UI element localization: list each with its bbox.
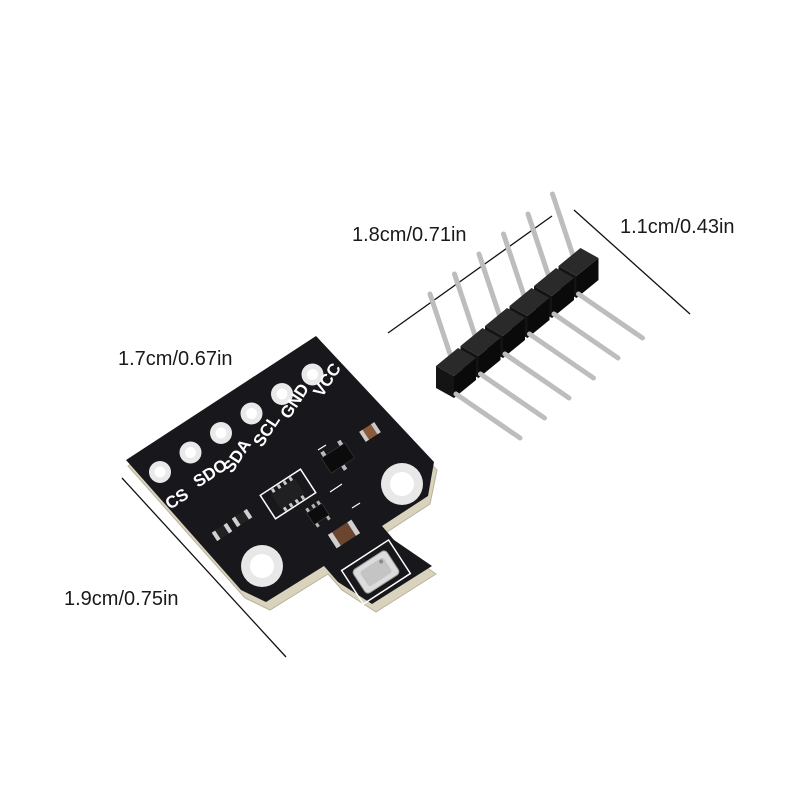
capacitor [359, 422, 381, 442]
board-width-label: 1.7cm/0.67in [118, 348, 233, 370]
header-back-pin [476, 251, 504, 323]
dim-line-header-width [573, 209, 691, 315]
barometric-sensor [352, 550, 400, 594]
board-height-label: 1.9cm/0.75in [64, 588, 179, 610]
header-back-pin [525, 211, 553, 283]
header-housing-block [436, 348, 476, 398]
dim-line-board-height [121, 477, 287, 658]
header-back-pin [427, 291, 455, 363]
level-shifter-chip [259, 468, 317, 520]
header-back-pin [501, 231, 528, 303]
header-front-pin [551, 311, 621, 361]
resistor-1 [211, 522, 233, 542]
sensor-board: CS SDO SDA SCL GND VCC [126, 336, 438, 613]
header-front-pin [502, 351, 572, 401]
header-front-pin [576, 291, 645, 341]
resistor-2 [231, 508, 253, 528]
header-front-pins [453, 291, 645, 441]
silkscreen-marks [317, 444, 361, 509]
inductor [327, 519, 361, 549]
pin-hole [307, 369, 318, 380]
voltage-regulator [320, 439, 356, 474]
pin-hole [215, 427, 227, 439]
header-front-pin [478, 371, 547, 421]
header-back-pin [550, 191, 577, 263]
header-back-pin [452, 271, 479, 343]
pin-hole [276, 388, 288, 400]
pin-header [427, 191, 645, 441]
header-back-pins [427, 191, 577, 363]
board-top [126, 336, 434, 604]
header-front-pin [527, 331, 596, 381]
components [211, 422, 412, 606]
sensor-footprint [340, 538, 412, 606]
header-length-label: 1.8cm/0.71in [352, 224, 467, 246]
header-front-pin [453, 391, 523, 441]
pin-pads [149, 363, 324, 483]
mounting-holes [241, 463, 423, 587]
dim-line-header-length [387, 215, 553, 334]
small-ic [305, 500, 331, 528]
header-housing [436, 248, 599, 398]
pin-hole [246, 408, 257, 419]
pin-hole [154, 466, 166, 478]
pin-hole [185, 447, 196, 458]
header-width-label: 1.1cm/0.43in [620, 216, 735, 238]
